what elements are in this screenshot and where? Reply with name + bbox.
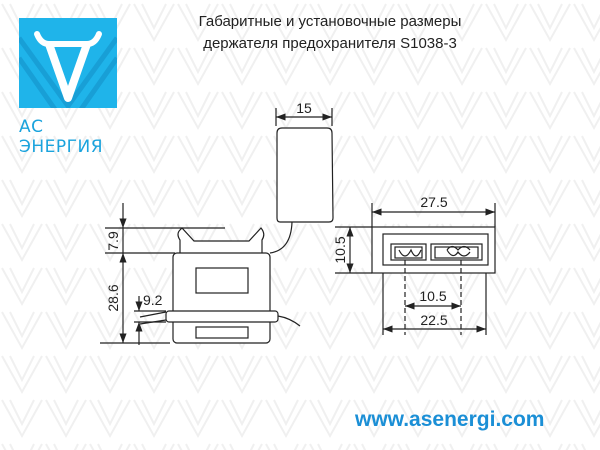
dim-cap-width: 15 — [296, 100, 312, 116]
title-line-2: держателя предохранителя S1038-3 — [203, 35, 457, 52]
website-link[interactable]: www.asenergi.com — [355, 408, 545, 431]
dim-ear-height: 7.9 — [105, 231, 121, 251]
fuse-holder-end-view — [371, 226, 496, 274]
logo-icon — [19, 18, 117, 108]
title-line-1: Габаритные и установочные размеры — [198, 13, 462, 30]
dim-end-height: 10.5 — [332, 236, 348, 263]
dim-contact-pitch: 10.5 — [419, 288, 446, 304]
end-dimensions — [335, 203, 496, 335]
brand-name: АС ЭНЕРГИЯ — [19, 117, 104, 157]
dim-body-height: 28.6 — [105, 284, 121, 311]
dim-inner-width: 22.5 — [420, 312, 447, 328]
dim-band-height: 9.2 — [143, 292, 163, 308]
fuse-holder-side-view — [139, 127, 334, 344]
side-dimensions — [100, 108, 333, 345]
dim-end-width: 27.5 — [420, 194, 447, 210]
